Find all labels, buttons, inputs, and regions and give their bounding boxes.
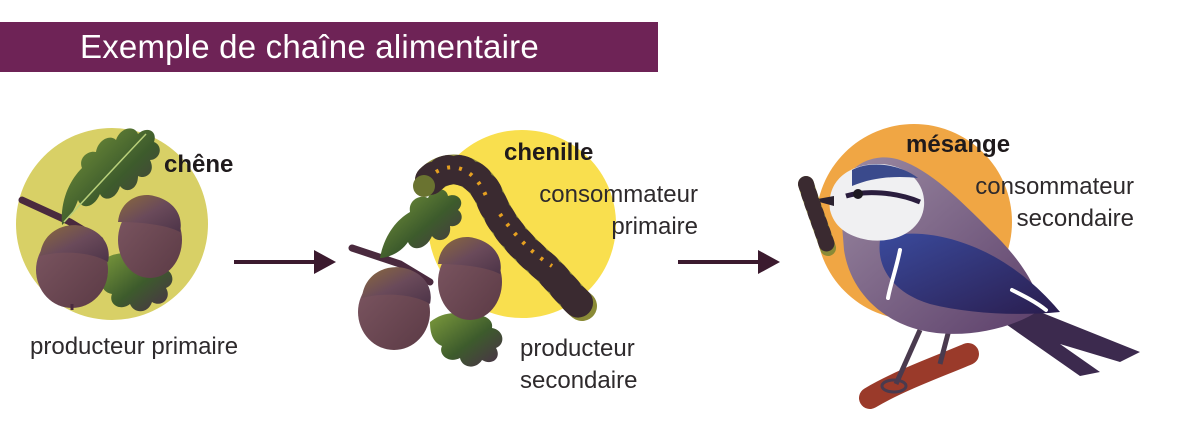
organism-role-bird-line1: consommateur	[975, 173, 1134, 200]
organism-name-caterpillar: chenille	[504, 139, 594, 166]
bird-beak	[812, 196, 834, 206]
organism-role-caterpillar-line2: primaire	[611, 213, 698, 240]
bird-perch	[859, 343, 979, 409]
bird-eye	[853, 189, 863, 199]
organism-name-oak: chêne	[164, 151, 234, 178]
oak-acorn-illustration	[16, 128, 208, 320]
organism-role-bird-line2: secondaire	[1016, 205, 1134, 232]
bird-wing	[879, 233, 1060, 314]
arrow-right-icon	[234, 250, 336, 274]
caterpillar-illustration	[348, 130, 616, 367]
oak-acorn-cap-right	[118, 195, 181, 232]
oak-acorn-cap-left	[40, 225, 109, 262]
organism-name-bird: mésange	[906, 131, 1011, 158]
page-title: Exemple de chaîne alimentaire	[80, 28, 539, 65]
organism-role2-caterpillar-line1: producteur	[520, 335, 635, 362]
organism-role-caterpillar-line1: consommateur	[539, 181, 698, 208]
tit-bird-illustration	[798, 124, 1140, 409]
arrow-right-icon	[678, 250, 780, 274]
caterpillar-body	[408, 154, 597, 321]
organism-role-oak: producteur primaire	[30, 333, 239, 360]
organism-role2-caterpillar-line2: secondaire	[520, 367, 638, 394]
bird-tail	[1000, 300, 1140, 376]
title-banner: Exemple de chaîne alimentaire	[0, 22, 658, 72]
oak-leaf-upper	[61, 128, 160, 225]
